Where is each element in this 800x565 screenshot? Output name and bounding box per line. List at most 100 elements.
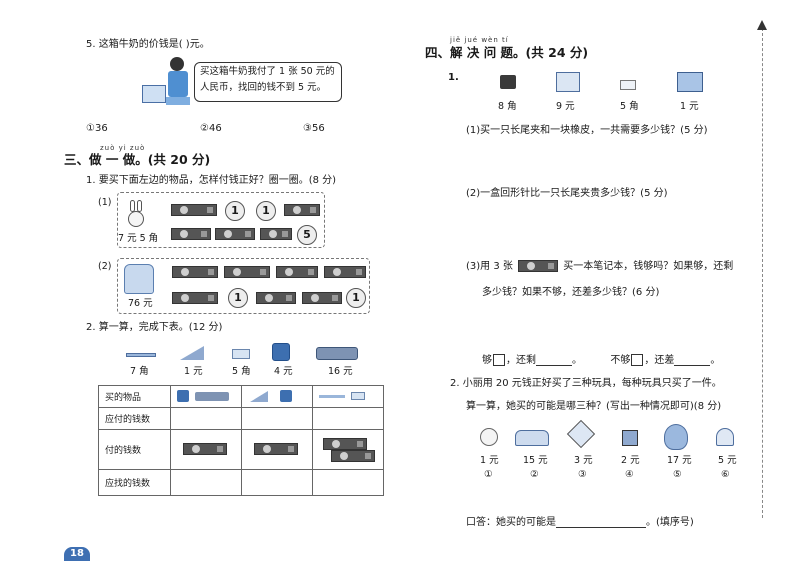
answer-short-label: ，还差 [644,355,675,366]
price-set-square: 1 元 [184,366,203,377]
s4-q2-text: 2. 小丽用 20 元钱正好买了三种玩具，每种玩具只买了一件。 [450,378,722,389]
answer-remain-label: ，还剩 [506,355,536,366]
plant-toy-icon [716,428,734,446]
sub3-post: 买一本笔记本，钱够吗？如果够，还剩 [563,261,734,272]
ink-bottle-icon [280,390,292,402]
cell-change-2[interactable] [241,469,313,496]
banknote-icon [172,292,218,304]
notebook-icon [677,72,703,92]
cell-paid-1 [170,429,242,470]
s3-q1-text: 1. 要买下面左边的物品，怎样付钱正好？圈一圈。(8 分) [86,175,337,186]
toy-price-5: 17 元 [667,455,692,466]
banknote-icon [302,292,342,304]
toy-mark-2: ② [530,469,539,480]
cell-due-3[interactable] [312,407,384,430]
s4-q1-sub3-line2: 多少钱？如果不够，还差多少钱？(6 分) [482,287,660,298]
row-header-items: 买的物品 [98,385,171,408]
page-number: 18 [64,547,90,561]
ink-bottle-icon [272,343,290,361]
s3-q2-text: 2. 算一算，完成下表。(12 分) [86,322,223,333]
s4-q1-number: 1. [448,72,459,83]
coin-1-yuan-icon: 1 [256,201,276,221]
q5-option-1: ①36 [86,123,108,134]
toy-price-6: 5 元 [718,455,737,466]
backpack-icon [124,264,154,294]
banknote-icon [172,266,218,278]
answer-end-1: 。 [572,355,582,366]
toy-price-3: 3 元 [574,455,593,466]
answer-blank[interactable] [556,527,646,528]
s4-q1-answer-line: 够 ，还剩 。 不够 ，还差 。 [482,354,720,366]
table-row: 应付的钱数 [98,407,384,430]
s3-q1-price1: 7 元 5 角 [118,233,159,244]
price-paper-clip-box: 9 元 [556,101,575,112]
q5-option-2: ②46 [200,123,222,134]
section3-title: 三、做 一 做。(共 20 分) [64,152,211,167]
coin-5-jiao-icon: 5 [297,225,317,245]
price-pencil: 7 角 [130,366,149,377]
banknote-icon [183,443,227,455]
q5-text: 5. 这箱牛奶的价钱是( )元。 [86,39,210,50]
price-pencil-case: 16 元 [328,366,353,377]
pinwheel-icon [566,419,596,449]
answer-end-2: 。 [710,355,721,366]
cell-due-1[interactable] [170,407,242,430]
pencil-icon [319,395,345,398]
toy-price-4: 2 元 [621,455,640,466]
coin-1-yuan-icon: 1 [228,288,248,308]
coin-1-yuan-icon: 1 [346,288,366,308]
price-notebook: 1 元 [680,101,699,112]
purchase-table: 买的物品 应付的钱数 付的钱数 应找的钱数 [98,385,384,496]
milk-crate [142,85,166,103]
answer-short-blank[interactable] [674,365,711,366]
sub3-pre: (3)用 3 张 [466,261,513,272]
banknote-icon [276,266,318,278]
cell-items-1 [170,385,242,408]
toy-mark-5: ⑤ [673,469,682,480]
cell-change-1[interactable] [170,469,242,496]
s4-q1-sub1: (1)买一只长尾夹和一块橡皮，一共需要多少钱？(5 分) [466,125,708,136]
banknote-icon [254,443,298,455]
s4-q2-ask: 算一算，她买的可能是哪三种？(写出一种情况即可)(8 分) [466,401,722,412]
answer-enough-label: 够 [482,355,492,366]
answer-not-enough-label: 不够 [610,355,631,366]
toy-mark-6: ⑥ [721,469,730,480]
set-square-icon [250,391,268,402]
toy-mark-4: ④ [625,469,634,480]
banknote-icon [331,450,375,462]
toy-price-2: 15 元 [523,455,548,466]
pencil-icon [126,353,156,357]
section4-pinyin: jiě jué wèn tí [450,36,509,44]
table-row: 应找的钱数 [98,469,384,496]
table-row: 买的物品 [98,385,384,408]
toy-price-1: 1 元 [480,455,499,466]
binder-clip-icon [500,75,516,89]
answer-enough-box[interactable] [493,354,505,366]
table-row: 付的钱数 [98,429,384,470]
banknote-icon [323,438,367,450]
answer-prefix: 口答：她买的可能是 [466,517,556,528]
s4-q2-answer-line: 口答：她买的可能是。(填序号) [466,518,694,528]
toy-mark-3: ③ [578,469,587,480]
cell-due-2[interactable] [241,407,313,430]
s3-q1-part2-label: (2) [98,261,112,272]
price-eraser-r: 5 角 [620,101,639,112]
speech-bubble: 买这箱牛奶我付了 1 张 50 元的 人民币，找回的钱不到 5 元。 [194,62,342,102]
section3-pinyin: zuò yi zuò [100,144,146,152]
answer-remain-blank[interactable] [536,365,572,366]
cell-change-3[interactable] [312,469,384,496]
coin-1-yuan-icon: 1 [225,201,245,221]
banknote-icon [284,204,320,216]
row-header-paid: 付的钱数 [98,429,171,470]
binding-line [762,28,763,518]
binding-arrow-icon [757,20,767,30]
banknote-icon [215,228,255,240]
toy-car-icon [515,430,549,446]
eraser-icon [620,80,636,90]
s3-q1-price2: 76 元 [128,298,153,309]
pencil-case-icon [316,347,358,360]
toy-mark-1: ① [484,469,493,480]
banknote-icon [256,292,296,304]
answer-not-enough-box[interactable] [631,354,644,366]
s4-q1-sub3-line1: (3)用 3 张 买一本笔记本，钱够吗？如果够，还剩 [466,260,733,272]
